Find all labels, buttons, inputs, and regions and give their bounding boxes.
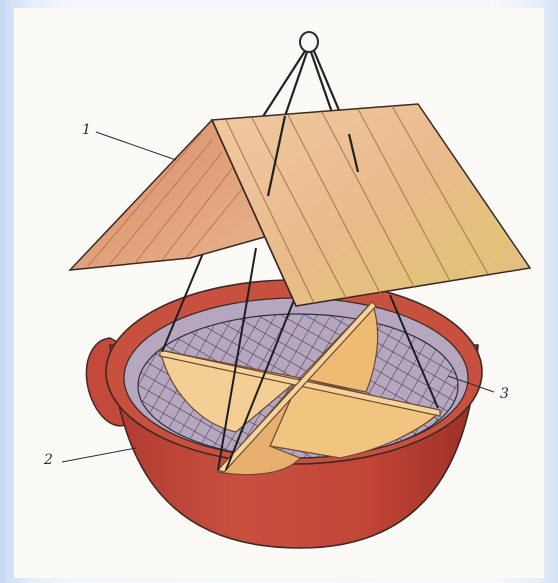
callout-3-net: 3 xyxy=(500,386,509,402)
callout-2-bowl: 2 xyxy=(44,452,53,468)
callout-1-roof: 1 xyxy=(82,122,91,138)
hanging-ring xyxy=(300,32,318,52)
